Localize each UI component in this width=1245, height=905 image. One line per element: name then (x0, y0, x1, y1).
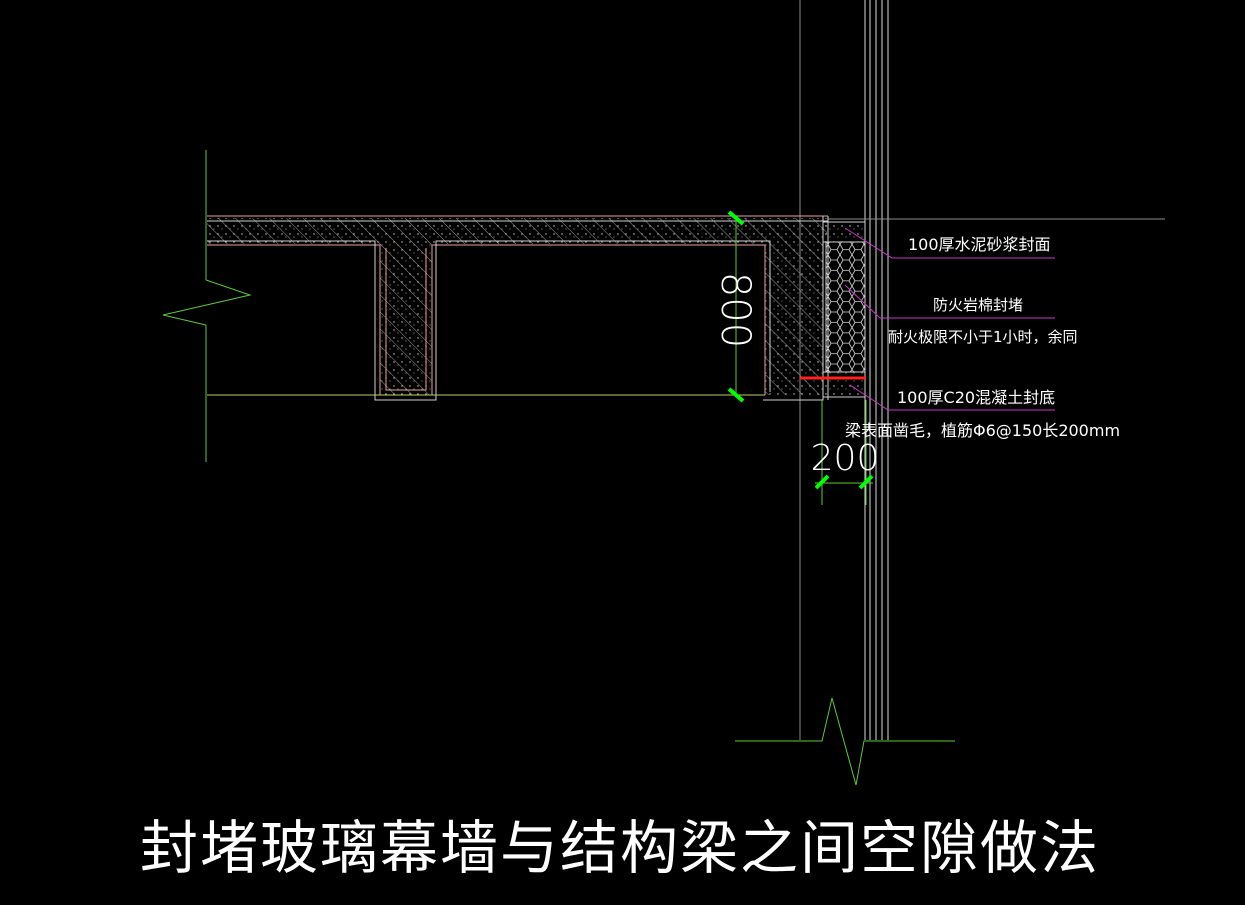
leader-lines (844, 227, 1055, 411)
left-break-line (162, 150, 252, 462)
fire-seal (822, 221, 866, 398)
dimension-200: 200 (811, 400, 880, 505)
dimension-800: 800 (712, 210, 758, 403)
annotation-mortar: 100厚水泥砂浆封面 (908, 235, 1051, 254)
annotation-concrete-base: 100厚C20混凝土封底 (897, 388, 1055, 407)
curtain-wall-lines (799, 0, 889, 740)
annotation-rebar: 梁表面凿毛，植筋Φ6@150长200mm (845, 421, 1120, 440)
concrete-slab (207, 218, 827, 395)
drawing-title: 封堵玻璃幕墙与结构梁之间空隙做法 (140, 814, 1100, 882)
annotation-fire-rating: 耐火极限不小于1小时，余同 (888, 328, 1078, 346)
annotation-rockwool: 防火岩棉封堵 (933, 296, 1023, 314)
dimension-200-label: 200 (811, 438, 880, 479)
dimension-800-label: 800 (712, 272, 758, 348)
annotations: 100厚水泥砂浆封面 防火岩棉封堵 耐火极限不小于1小时，余同 100厚C20混… (845, 235, 1120, 440)
structure-outline (207, 215, 829, 401)
bottom-break-line (735, 697, 955, 786)
